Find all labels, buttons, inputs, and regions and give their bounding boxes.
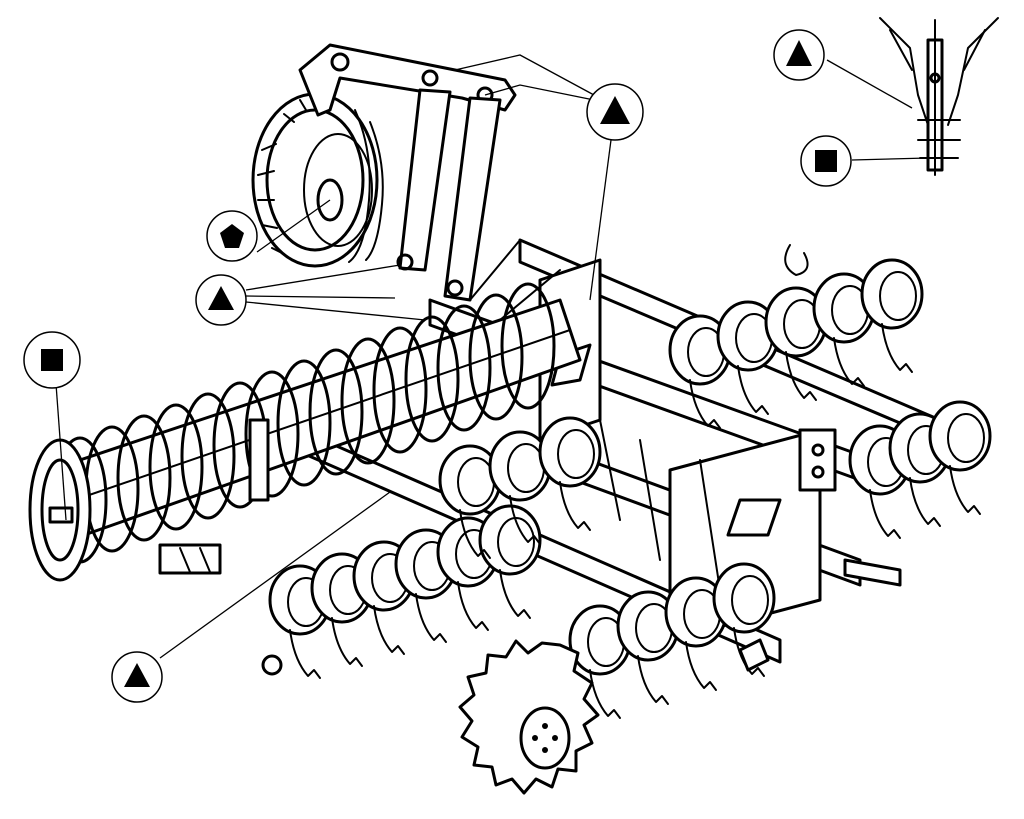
pentagon-marker-wheel <box>206 210 258 262</box>
disc-spool <box>928 400 992 515</box>
wheel-arm-bracket <box>298 43 517 302</box>
roller-ring <box>372 326 428 454</box>
roller-ring <box>244 370 300 498</box>
disc-spool <box>860 258 924 373</box>
disc-spool <box>538 416 602 531</box>
roller-ring <box>180 392 236 520</box>
roller-ring <box>500 282 556 410</box>
transport-wheel <box>251 92 384 268</box>
roller-ring <box>148 403 204 531</box>
roller-ring <box>436 304 492 432</box>
inset-detail <box>879 17 999 176</box>
square-marker-left-roller <box>23 331 81 389</box>
rear-spiral-roller <box>28 282 582 582</box>
roller-ring <box>276 359 332 487</box>
roller-ring <box>340 337 396 465</box>
triangle-marker-left-mid <box>195 274 247 326</box>
triangle-marker-bottom-left <box>111 651 163 703</box>
leader-lines <box>55 54 929 659</box>
roller-ring <box>116 414 172 542</box>
triangle-marker-inset <box>773 29 825 81</box>
front-disc <box>458 639 600 795</box>
roller-ring <box>468 293 524 421</box>
disc-spool <box>438 444 502 559</box>
disc-spool <box>478 504 542 619</box>
triangle-marker-top-center <box>586 83 644 141</box>
disc-spool <box>764 286 828 401</box>
square-marker-inset <box>800 135 852 187</box>
disc-gangs <box>261 244 992 795</box>
roller-ring <box>404 315 460 443</box>
roller-ring <box>308 348 364 476</box>
disc-spool <box>712 562 776 677</box>
disc-spool <box>664 576 728 691</box>
